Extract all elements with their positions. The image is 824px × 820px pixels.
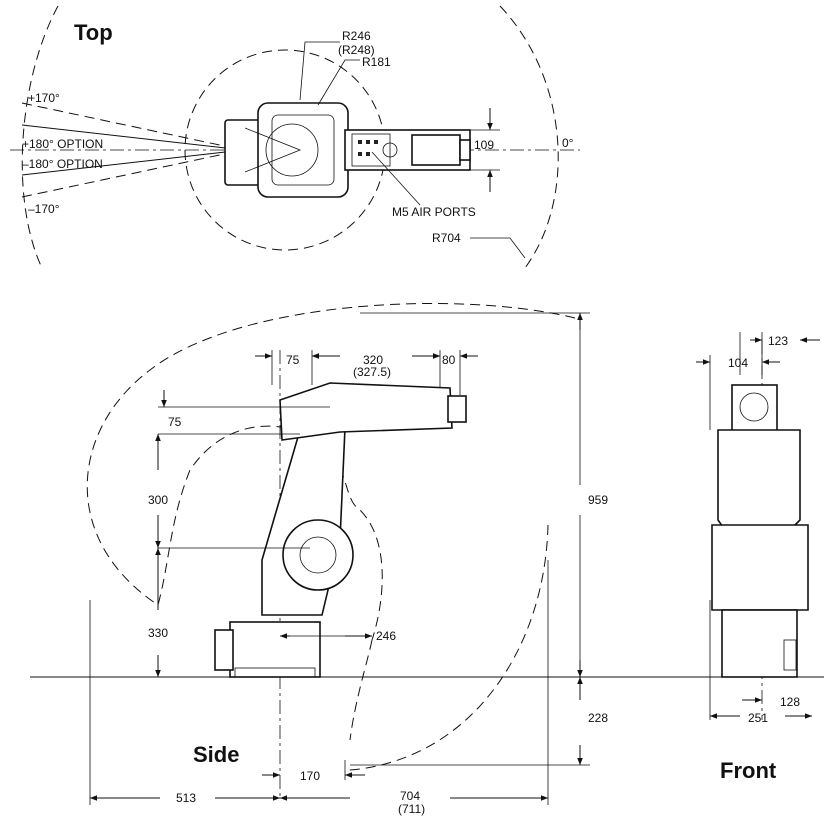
top-label-plus180: +180° OPTION bbox=[22, 137, 103, 151]
front-arm bbox=[717, 429, 801, 531]
front-base bbox=[721, 609, 798, 678]
front-view: Front 123 104 128 251 bbox=[696, 332, 820, 783]
side-label-959: 959 bbox=[588, 493, 608, 507]
front-label-128: 128 bbox=[780, 695, 800, 709]
top-view: Top R246 (R248) R181 +170° +180° OPTION … bbox=[10, 5, 580, 269]
top-label-zero: 0° bbox=[562, 136, 574, 150]
top-label-minus170: –170° bbox=[28, 202, 60, 216]
side-label-246: 246 bbox=[376, 629, 396, 643]
side-label-75a: 75 bbox=[286, 353, 300, 367]
front-wrist bbox=[731, 384, 778, 436]
side-label-75b: 75 bbox=[168, 415, 182, 429]
side-label-170: 170 bbox=[300, 769, 320, 783]
top-label-109: 109 bbox=[474, 138, 494, 152]
top-title: Top bbox=[74, 20, 113, 45]
top-r704-arc bbox=[21, 5, 59, 269]
side-label-711: (711) bbox=[398, 802, 425, 816]
top-label-r246: R246 bbox=[342, 29, 371, 43]
front-label-251: 251 bbox=[748, 711, 768, 725]
side-label-704: 704 bbox=[400, 789, 420, 803]
side-label-320: 320 bbox=[363, 353, 383, 367]
side-label-228: 228 bbox=[588, 711, 608, 725]
front-label-104: 104 bbox=[728, 356, 748, 370]
top-label-r248: (R248) bbox=[338, 43, 375, 57]
side-label-300: 300 bbox=[148, 493, 168, 507]
side-label-330: 330 bbox=[148, 626, 168, 640]
top-robot-body bbox=[224, 102, 471, 198]
top-label-r704: R704 bbox=[432, 231, 461, 245]
side-upper-arm bbox=[279, 382, 453, 441]
side-label-513: 513 bbox=[176, 791, 196, 805]
top-label-minus180: –180° OPTION bbox=[22, 157, 103, 171]
front-title: Front bbox=[720, 758, 777, 783]
side-label-80: 80 bbox=[442, 353, 456, 367]
front-label-123: 123 bbox=[768, 334, 788, 348]
side-title: Side bbox=[193, 742, 239, 767]
side-reach-envelope bbox=[86, 303, 576, 641]
top-label-air-ports: M5 AIR PORTS bbox=[392, 205, 476, 219]
side-label-327: (327.5) bbox=[353, 365, 391, 379]
side-view: Side 75 320 (327.5) 80 75 300 330 959 24… bbox=[30, 303, 824, 816]
side-base bbox=[229, 621, 321, 678]
top-label-plus170: +170° bbox=[28, 91, 60, 105]
top-label-r181: R181 bbox=[362, 55, 391, 69]
